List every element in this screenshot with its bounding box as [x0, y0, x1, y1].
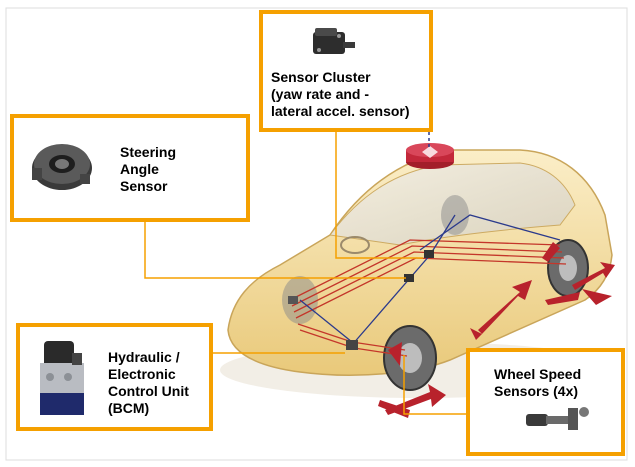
wheel-speed-sensors-callout: Wheel Speed Sensors (4x) [466, 348, 625, 456]
steering-angle-sensor-icon [32, 144, 92, 190]
sensor-cluster-label: Sensor Cluster (yaw rate and - lateral a… [271, 69, 410, 119]
wiring-harness [289, 214, 567, 357]
hydraulic-control-unit-callout: Hydraulic / Electronic Control Unit (BCM… [16, 323, 213, 431]
connector-lines [144, 132, 466, 415]
sensor-module-icon [313, 28, 355, 54]
hydraulic-control-unit-icon [40, 341, 84, 415]
steering-angle-sensor-label: Steering Angle Sensor [120, 144, 177, 194]
wheel-speed-sensor-icon [526, 407, 589, 430]
wheel-motion-arrows [378, 242, 615, 418]
outer-frame [5, 7, 628, 461]
steering-angle-sensor-callout: Steering Angle Sensor [10, 114, 250, 222]
wheel-speed-sensors-label: Wheel Speed Sensors (4x) [494, 366, 582, 399]
hydraulic-control-unit-label: Hydraulic / Electronic Control Unit (BCM… [108, 349, 189, 416]
sensor-cluster-callout: Sensor Cluster (yaw rate and - lateral a… [259, 10, 433, 132]
